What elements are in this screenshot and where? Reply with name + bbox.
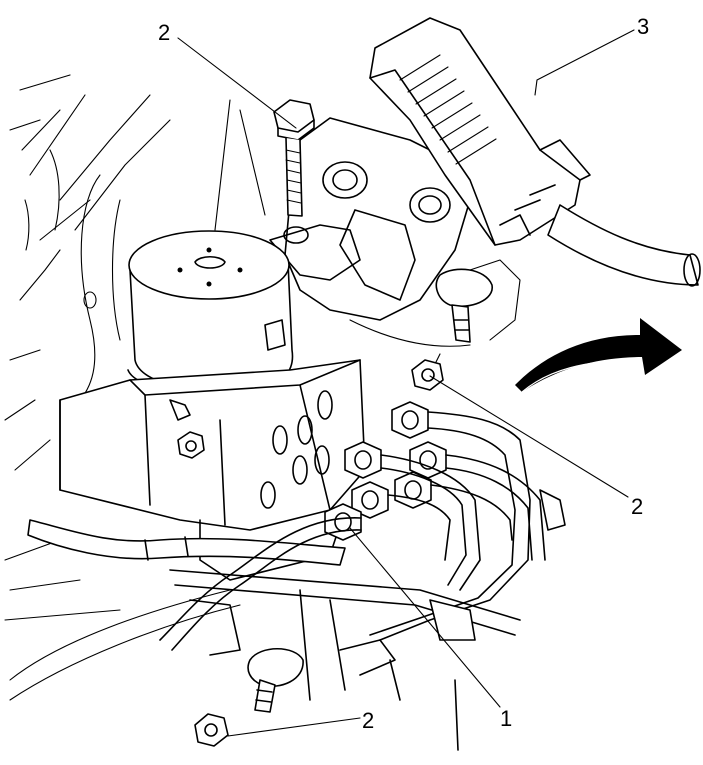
vehicle-frame-structure — [4, 74, 266, 621]
rotation-direction-arrow — [515, 318, 682, 393]
abs-pump-motor — [127, 230, 296, 396]
mounting-nut-right — [411, 353, 444, 391]
brake-pipe-fittings — [159, 268, 566, 656]
hose — [9, 519, 346, 701]
mounting-bolt-top — [273, 99, 315, 244]
callout-label-brake-pipe-fittings: 1 — [500, 706, 512, 731]
mounting-bracket — [269, 117, 521, 347]
callout-label-bolt-top: 2 — [158, 20, 170, 45]
callout-label-connector: 3 — [637, 14, 649, 39]
leader-lines — [177, 29, 635, 737]
mounting-nut-bottom — [194, 713, 229, 747]
electrical-connector — [369, 17, 701, 287]
lower-bracket — [247, 589, 459, 751]
callout-label-nut-right: 2 — [631, 494, 643, 519]
callout-label-nut-bottom: 2 — [362, 708, 374, 733]
abs-hydraulic-block — [59, 359, 366, 581]
